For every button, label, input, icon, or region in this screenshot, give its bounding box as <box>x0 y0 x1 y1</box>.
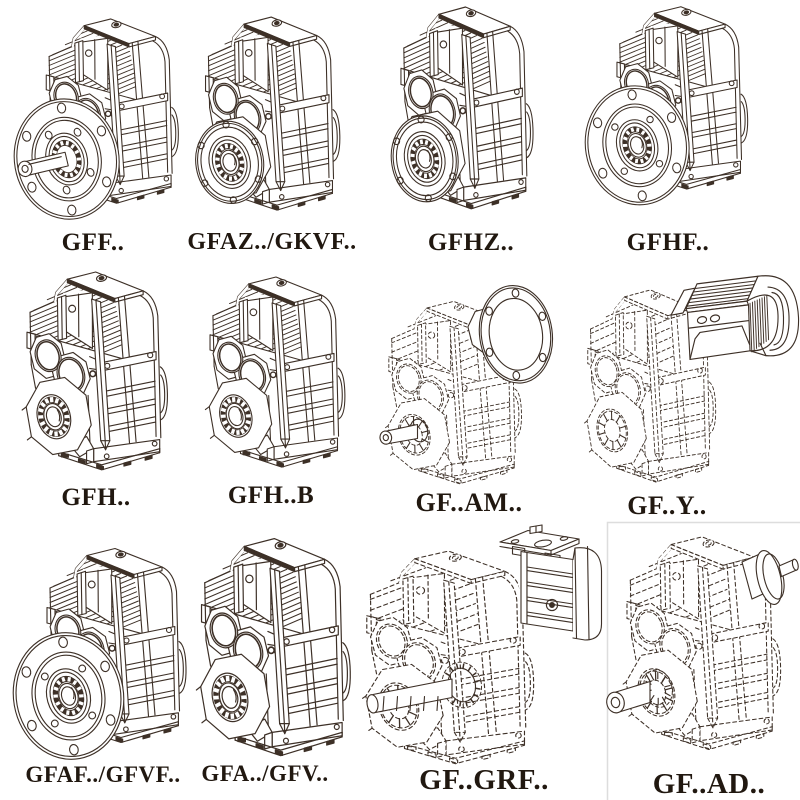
svg-text:GFH..: GFH.. <box>61 484 130 511</box>
svg-text:GFAZ../GKVF..: GFAZ../GKVF.. <box>187 229 356 255</box>
svg-text:GF..GRF..: GF..GRF.. <box>419 764 549 796</box>
svg-text:GFHF..: GFHF.. <box>627 229 710 256</box>
svg-text:GF..Y..: GF..Y.. <box>627 491 707 520</box>
svg-text:GFF..: GFF.. <box>62 229 125 256</box>
svg-text:GFH..B: GFH..B <box>228 482 314 509</box>
svg-text:GFHZ..: GFHZ.. <box>428 229 514 256</box>
svg-text:GF..AM..: GF..AM.. <box>415 488 522 517</box>
svg-text:GFAF../GFVF..: GFAF../GFVF.. <box>25 762 180 787</box>
svg-text:GFA../GFV..: GFA../GFV.. <box>201 761 328 786</box>
svg-text:GF..AD..: GF..AD.. <box>653 768 766 800</box>
